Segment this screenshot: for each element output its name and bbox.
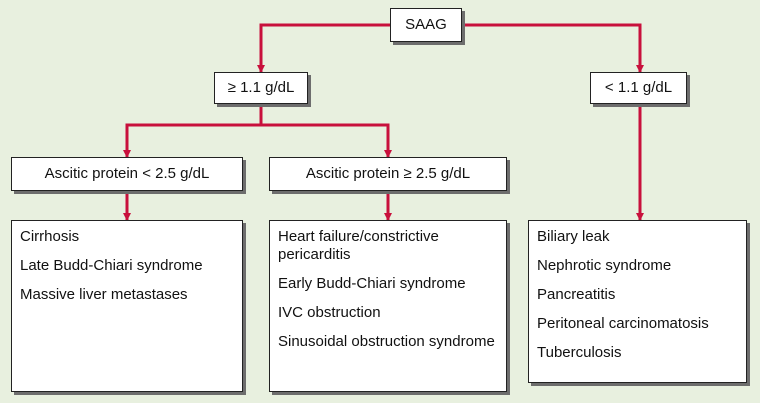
low-gradient-label: < 1.1 g/dL (604, 79, 673, 96)
low-gradient-node: < 1.1 g/dL (590, 72, 687, 104)
high-protein-cause: IVC obstruction (278, 304, 381, 321)
high-gradient-label: ≥ 1.1 g/dL (227, 79, 295, 96)
low-gradient-causes-box: Biliary leak Nephrotic syndrome Pancreat… (528, 220, 747, 383)
high-protein-label: Ascitic protein ≥ 2.5 g/dL (305, 165, 471, 182)
low-protein-cause: Cirrhosis (20, 228, 80, 245)
saag-label: SAAG (405, 16, 447, 33)
high-protein-cause: Heart failure/constrictive pericarditis (278, 228, 439, 263)
high-protein-causes-box: Heart failure/constrictive pericarditis … (269, 220, 507, 392)
arrow-root-to-high-gradient (257, 23, 392, 74)
low-gradient-cause: Biliary leak (537, 228, 610, 245)
saag-node: SAAG (390, 8, 462, 42)
high-gradient-node: ≥ 1.1 g/dL (214, 72, 308, 104)
high-protein-node: Ascitic protein ≥ 2.5 g/dL (269, 157, 507, 191)
low-gradient-cause: Peritoneal carcinomatosis (537, 315, 709, 332)
arrow-root-to-low-gradient (460, 23, 644, 74)
low-protein-node: Ascitic protein < 2.5 g/dL (11, 157, 243, 191)
high-protein-cause: Sinusoidal obstruction syndrome (278, 333, 495, 350)
low-gradient-cause: Pancreatitis (537, 286, 616, 303)
low-protein-cause: Massive liver metastases (20, 286, 188, 303)
low-protein-label: Ascitic protein < 2.5 g/dL (44, 165, 210, 182)
low-protein-cause: Late Budd-Chiari syndrome (20, 257, 203, 274)
low-gradient-cause: Nephrotic syndrome (537, 257, 672, 274)
low-protein-causes-box: Cirrhosis Late Budd-Chiari syndrome Mass… (11, 220, 243, 392)
high-protein-cause: Early Budd-Chiari syndrome (278, 275, 466, 292)
low-gradient-cause: Tuberculosis (537, 344, 622, 361)
